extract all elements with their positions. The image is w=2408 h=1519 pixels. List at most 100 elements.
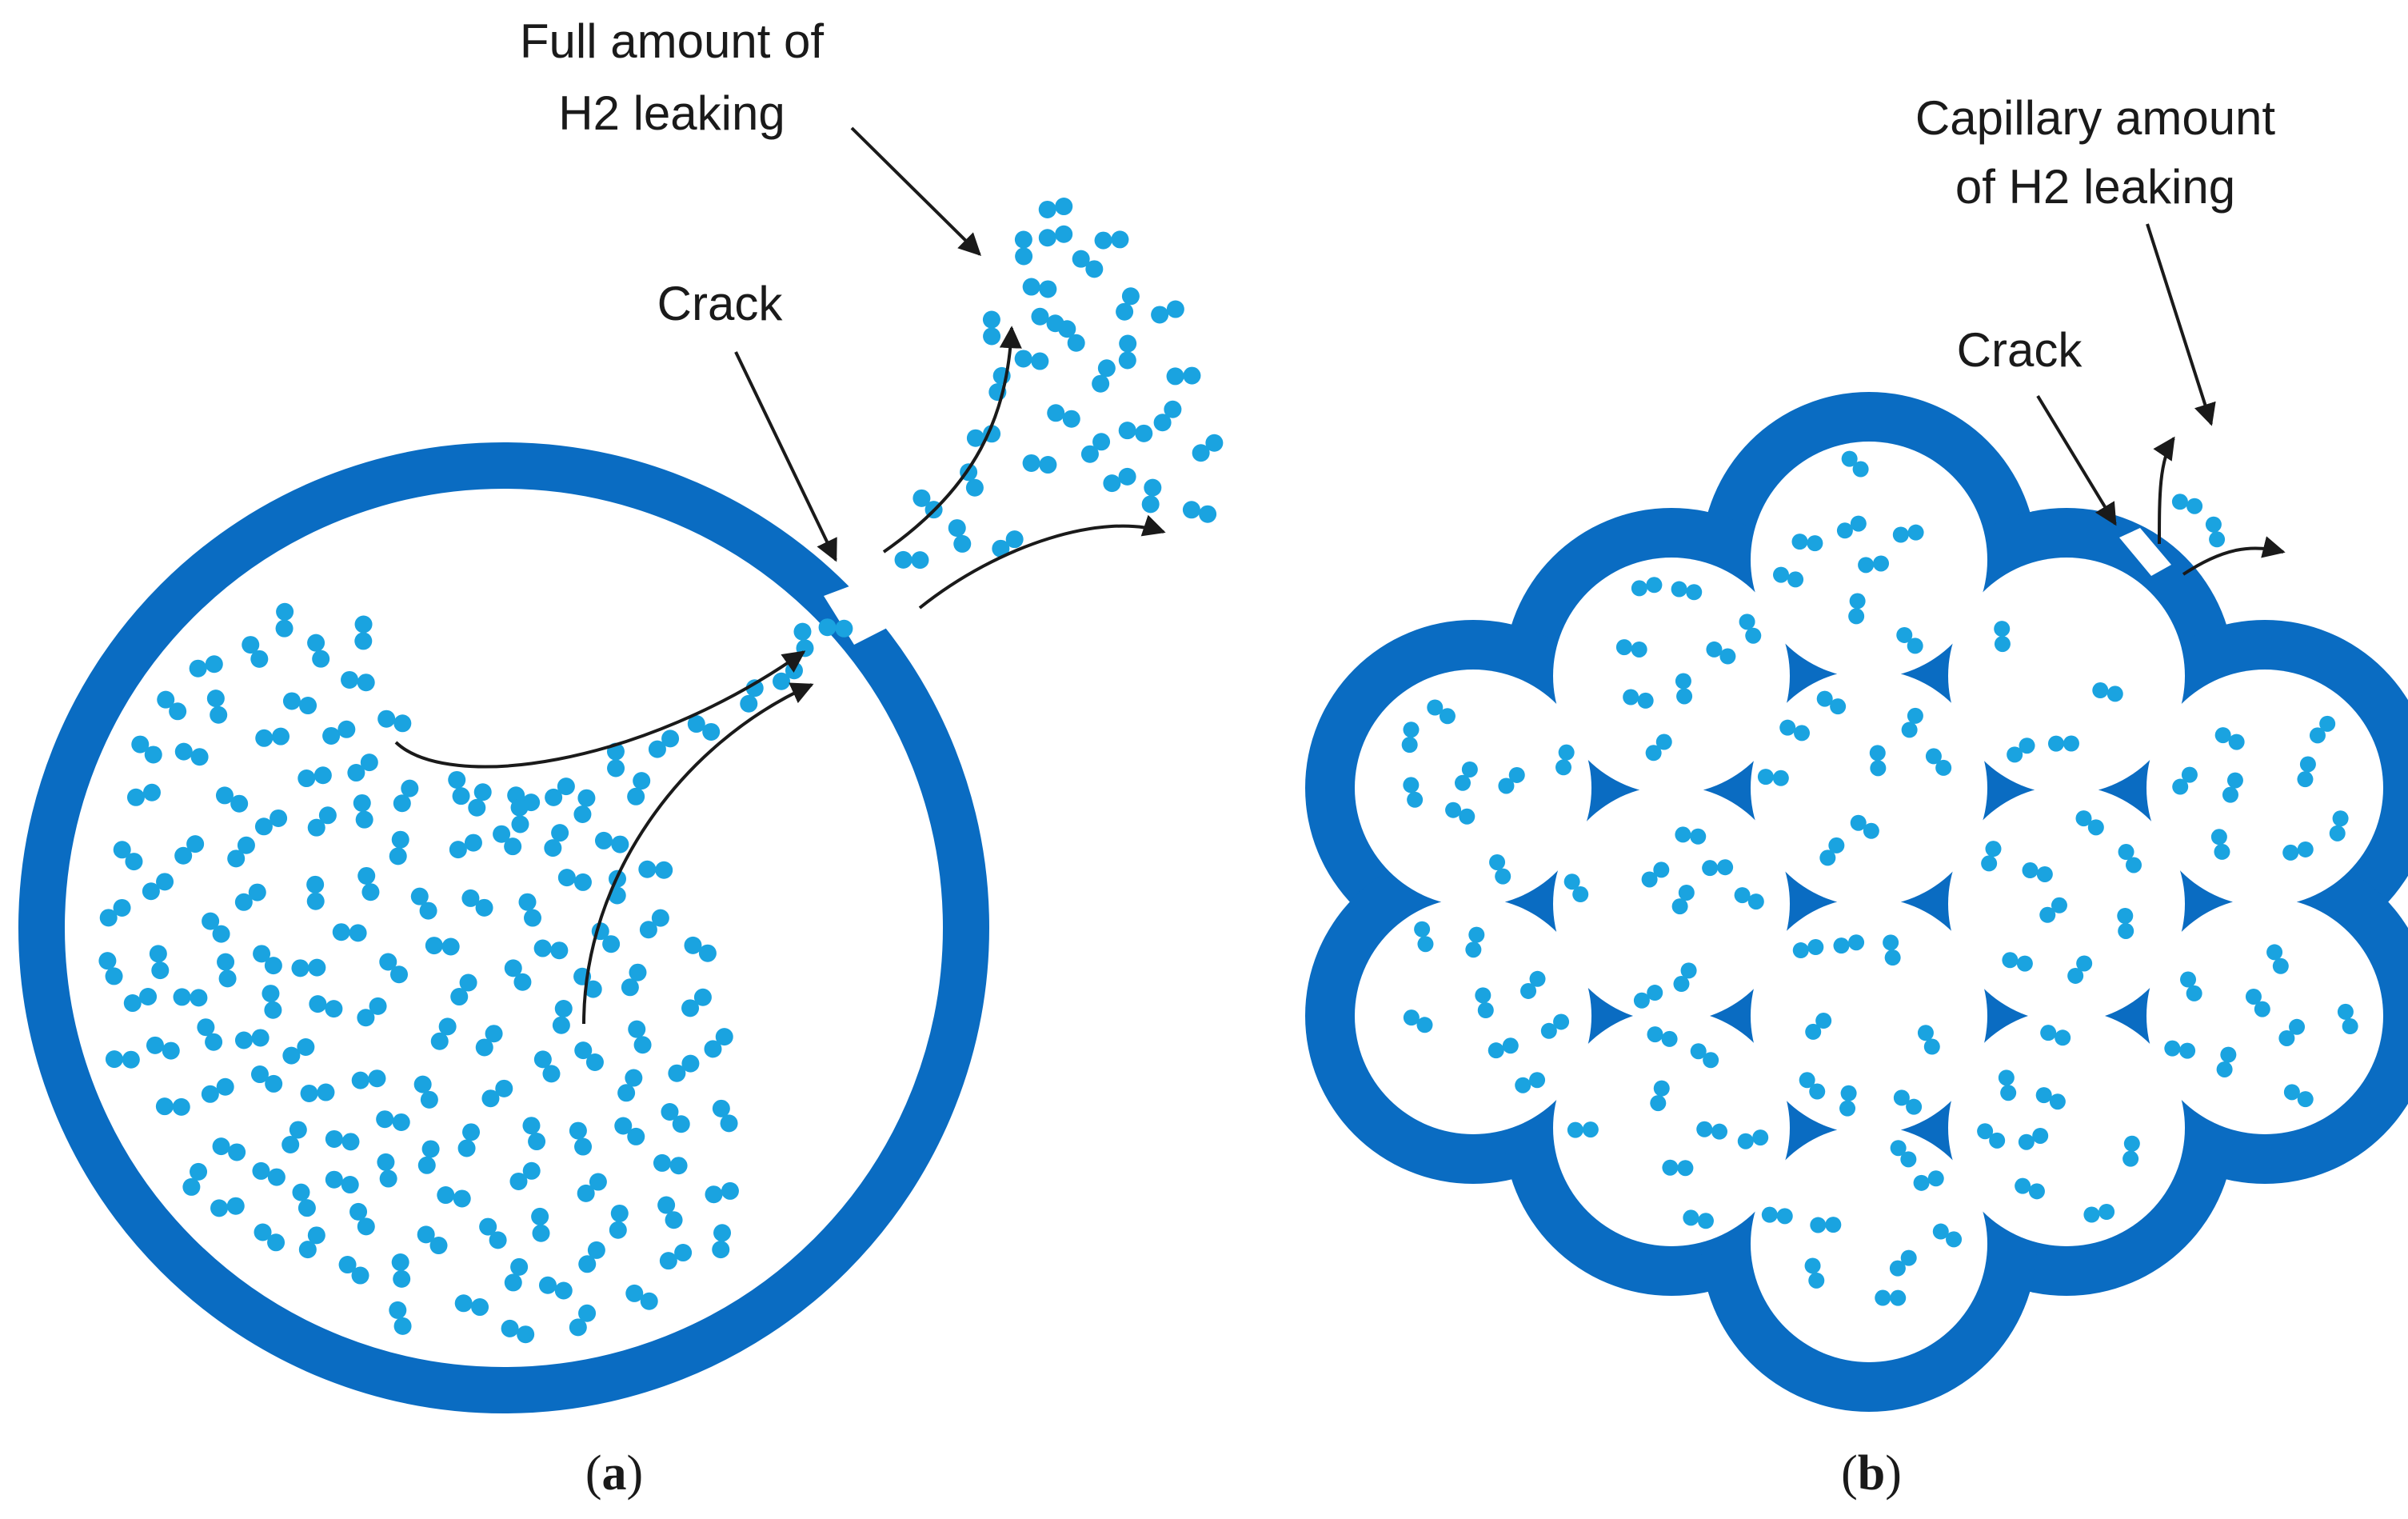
- h2-molecule: [1901, 707, 1923, 738]
- h2-molecule: [2117, 908, 2134, 939]
- h2-molecule: [173, 988, 208, 1007]
- h2-molecule: [1182, 501, 1217, 523]
- h2-molecule: [2172, 766, 2198, 795]
- h2-molecule: [2022, 862, 2053, 882]
- h2-molecule: [1690, 1043, 1719, 1069]
- panel-a: Full amount of H2 leaking Crack (a): [18, 14, 1224, 1501]
- h2-molecule: [1022, 454, 1057, 474]
- h2-molecule: [341, 670, 375, 692]
- h2-molecule: [1488, 1037, 1519, 1059]
- h2-molecule: [628, 1020, 652, 1054]
- leak-label-b-line1: Capillary amount: [1915, 91, 2276, 145]
- h2-molecule: [197, 1018, 223, 1051]
- h2-molecule: [2075, 810, 2104, 836]
- h2-molecule: [174, 835, 205, 865]
- h2-molecule: [544, 824, 569, 857]
- outflow-arrow-b-1: [2153, 436, 2175, 545]
- h2-molecule: [479, 1217, 507, 1249]
- h2-molecule: [347, 754, 378, 782]
- h2-molecule: [254, 1223, 286, 1252]
- h2-molecule: [475, 1025, 503, 1057]
- h2-molecule: [376, 1110, 410, 1131]
- h2-molecule: [1696, 1121, 1728, 1140]
- h2-molecule: [448, 770, 470, 805]
- h2-molecule: [793, 622, 814, 658]
- h2-molecule: [1875, 1289, 1907, 1306]
- h2-molecule: [275, 602, 294, 638]
- h2-molecule: [149, 945, 170, 980]
- h2-molecule: [307, 806, 337, 837]
- capillary-bore: [1948, 558, 2185, 794]
- h2-molecule: [2047, 735, 2079, 752]
- h2-molecule: [1615, 639, 1647, 658]
- h2-molecule: [325, 1170, 359, 1194]
- h2-molecule: [262, 985, 282, 1019]
- h2-molecule: [174, 742, 209, 766]
- h2-molecule: [2329, 810, 2349, 841]
- h2-molecule: [1014, 350, 1049, 370]
- h2-molecule: [1475, 987, 1494, 1019]
- h2-molecule: [1563, 873, 1589, 903]
- capillary-bore: [1553, 785, 1790, 1022]
- h2-molecule: [1977, 1123, 2006, 1149]
- h2-molecule: [1925, 748, 1952, 776]
- h2-molecule: [254, 809, 288, 836]
- capillary-bore: [1948, 1009, 2185, 1246]
- capillary-bore: [1355, 670, 1591, 906]
- h2-molecule: [577, 1173, 607, 1202]
- h2-molecule: [131, 735, 162, 764]
- h2-molecule: [557, 869, 592, 891]
- h2-molecule: [1014, 230, 1033, 266]
- h2-molecule: [1792, 939, 1824, 959]
- h2-molecule: [332, 923, 367, 942]
- h2-molecule: [357, 866, 380, 901]
- h2-molecule: [1819, 837, 1845, 866]
- h2-molecule: [98, 952, 123, 985]
- h2-molecule: [1038, 198, 1073, 218]
- h2-molecule: [282, 692, 317, 715]
- h2-molecule: [1779, 719, 1811, 742]
- h2-molecule: [1662, 1159, 1694, 1177]
- h2-molecule: [1772, 566, 1804, 588]
- h2-molecule: [2297, 756, 2316, 788]
- h2-molecule: [393, 779, 419, 813]
- h2-molecule: [538, 1276, 573, 1300]
- h2-molecule: [468, 783, 492, 817]
- capillary-bundle: [1305, 392, 2408, 1412]
- h2-molecule: [2309, 715, 2336, 744]
- molecules-b: [1401, 450, 2358, 1306]
- h2-molecule: [1675, 826, 1707, 845]
- h2-molecule: [298, 766, 332, 788]
- h2-molecule: [253, 945, 282, 975]
- h2-molecule: [2118, 844, 2142, 873]
- h2-molecule: [1427, 699, 1456, 725]
- h2-molecule: [2278, 1018, 2306, 1046]
- h2-molecule: [982, 310, 1001, 346]
- h2-molecule: [712, 1099, 738, 1133]
- h2-molecule: [1520, 970, 1546, 999]
- h2-molecule: [2337, 1003, 2358, 1035]
- h2-molecule: [282, 1121, 307, 1153]
- h2-molecule: [413, 1075, 438, 1109]
- h2-molecule: [493, 825, 522, 856]
- h2-molecule: [704, 1028, 733, 1058]
- h2-molecule: [1869, 745, 1887, 777]
- h2-molecule: [234, 883, 266, 911]
- h2-molecule: [1633, 985, 1663, 1009]
- h2-molecule: [661, 1102, 690, 1133]
- h2-molecule: [1981, 841, 2002, 872]
- h2-molecule: [2083, 1204, 2115, 1223]
- h2-molecule: [1673, 962, 1697, 993]
- h2-molecule: [309, 995, 343, 1018]
- h2-molecule: [510, 798, 529, 833]
- h2-molecule: [2035, 1087, 2066, 1110]
- h2-molecule: [573, 789, 596, 823]
- h2-molecule: [2214, 727, 2245, 750]
- h2-molecule: [2171, 494, 2203, 514]
- h2-molecule: [1761, 1206, 1793, 1225]
- h2-molecule: [298, 1226, 325, 1259]
- single-tank-wall: [18, 442, 989, 1413]
- h2-molecule: [501, 1319, 535, 1344]
- h2-molecule: [594, 831, 629, 853]
